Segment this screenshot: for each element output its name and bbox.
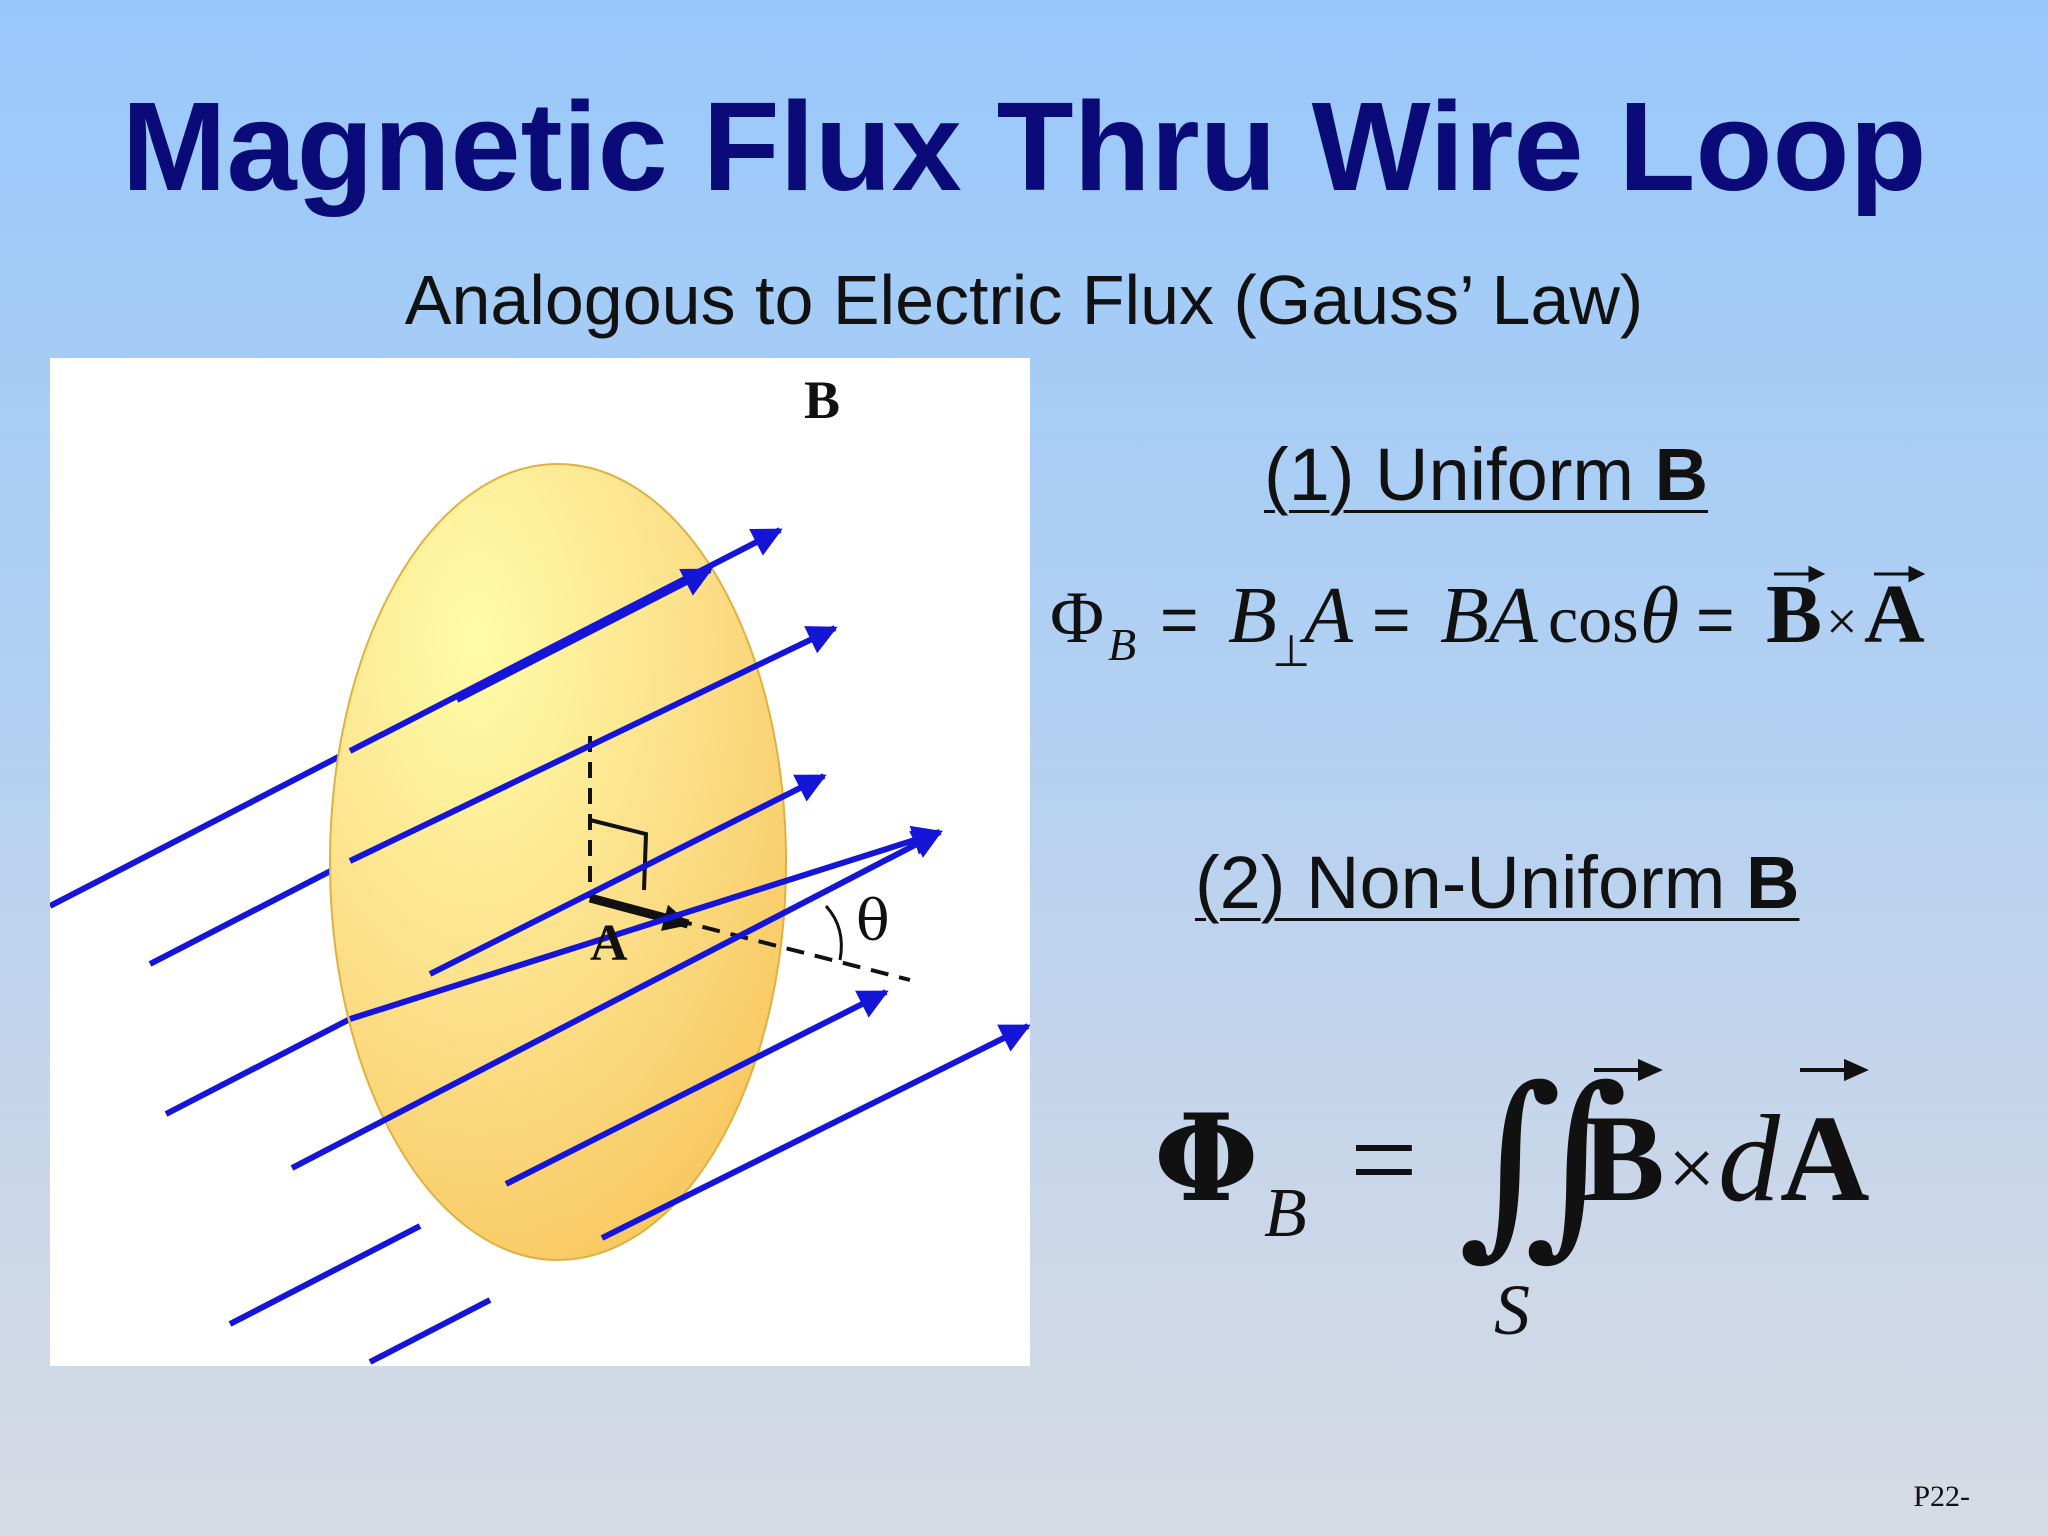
field-line — [290, 829, 943, 1171]
vector-a-arrowhead — [1908, 565, 1926, 583]
angle-label: θ — [856, 889, 890, 954]
theta-symbol: θ — [1640, 572, 1679, 660]
vector-a-arrowhead-large — [1844, 1058, 1869, 1082]
ba-product: BA — [1440, 572, 1539, 660]
area-symbol: A — [1299, 572, 1354, 660]
vector-b-arrowhead — [1808, 565, 1826, 583]
field-line — [428, 773, 827, 977]
field-line — [348, 625, 838, 864]
dot-operator: × — [1826, 591, 1858, 653]
uniform-heading-text: (1) Uniform — [1264, 433, 1655, 516]
field-line — [600, 1023, 1030, 1241]
field-lines-back — [50, 748, 492, 1365]
field-label: B — [804, 370, 840, 430]
flux-subscript: B — [1108, 619, 1136, 670]
equals-sign-1: = — [1160, 582, 1199, 656]
perp-subscript: ⊥ — [1272, 627, 1310, 676]
field-line — [504, 989, 889, 1187]
nonuniform-heading-text: (2) Non-Uniform — [1195, 841, 1746, 924]
field-line — [348, 527, 783, 754]
field-line — [349, 825, 943, 1022]
differential-d: d — [1718, 1090, 1781, 1227]
equals-sign-2: = — [1372, 582, 1411, 656]
slide-title: Magnetic Flux Thru Wire Loop — [121, 76, 1927, 217]
area-label: A — [590, 915, 628, 972]
flux-diagram: B A θ — [50, 370, 1030, 1365]
uniform-flux-equation: Φ B = B ⊥ A = BA cos θ = B × A — [1040, 560, 2040, 680]
slide-subtitle: Analogous to Electric Flux (Gauss’ Law) — [404, 261, 1644, 339]
uniform-equation-svg: Φ B = B ⊥ A = BA cos θ = B × A — [1050, 565, 1926, 676]
right-angle-mark — [589, 818, 649, 891]
vector-b-arrowhead-large — [1638, 1058, 1663, 1082]
wire-loop — [329, 463, 787, 1261]
slide-number: P22- — [1913, 1480, 1970, 1513]
flux-subscript-large: B — [1264, 1175, 1307, 1252]
vector-b-large: B — [1582, 1090, 1665, 1227]
nonuniform-heading-symbol: B — [1746, 841, 1800, 924]
double-integral: ∬ — [1458, 1045, 1628, 1278]
field-line — [368, 1297, 492, 1365]
cos-function: cos — [1548, 581, 1639, 657]
uniform-heading-symbol: B — [1654, 433, 1709, 516]
vector-b: B — [1766, 568, 1822, 661]
field-line — [164, 1016, 352, 1117]
flux-figure: B A θ — [50, 358, 1030, 1366]
angle-arc — [824, 904, 843, 961]
nonuniform-heading: (2) Non-Uniform B — [1195, 840, 1799, 925]
area-normal-dashed — [589, 896, 911, 982]
field-line — [50, 748, 352, 909]
flux-symbol: Φ — [1050, 577, 1104, 659]
field-line — [228, 1223, 422, 1327]
uniform-heading: (1) Uniform B — [1264, 432, 1708, 517]
vector-a: A — [1864, 568, 1925, 661]
field-line — [455, 567, 713, 703]
vector-arrows-large — [1594, 1058, 1869, 1082]
equals-sign-large: = — [1350, 1093, 1418, 1226]
nonuniform-equation-svg: Φ B = ∬ S B × d A — [1154, 1045, 1870, 1350]
surface-label: S — [1494, 1270, 1530, 1350]
field-line — [148, 858, 352, 967]
field-lines-front — [290, 527, 1030, 1241]
vector-a-large: A — [1780, 1090, 1870, 1227]
dot-operator-large: × — [1668, 1122, 1715, 1215]
flux-symbol-large: Φ — [1154, 1088, 1259, 1229]
nonuniform-flux-equation: Φ B = ∬ S B × d A — [1150, 1040, 1930, 1360]
b-perp-base: B — [1228, 572, 1277, 660]
vector-arrows — [1774, 565, 1926, 583]
equals-sign-3: = — [1696, 582, 1735, 656]
